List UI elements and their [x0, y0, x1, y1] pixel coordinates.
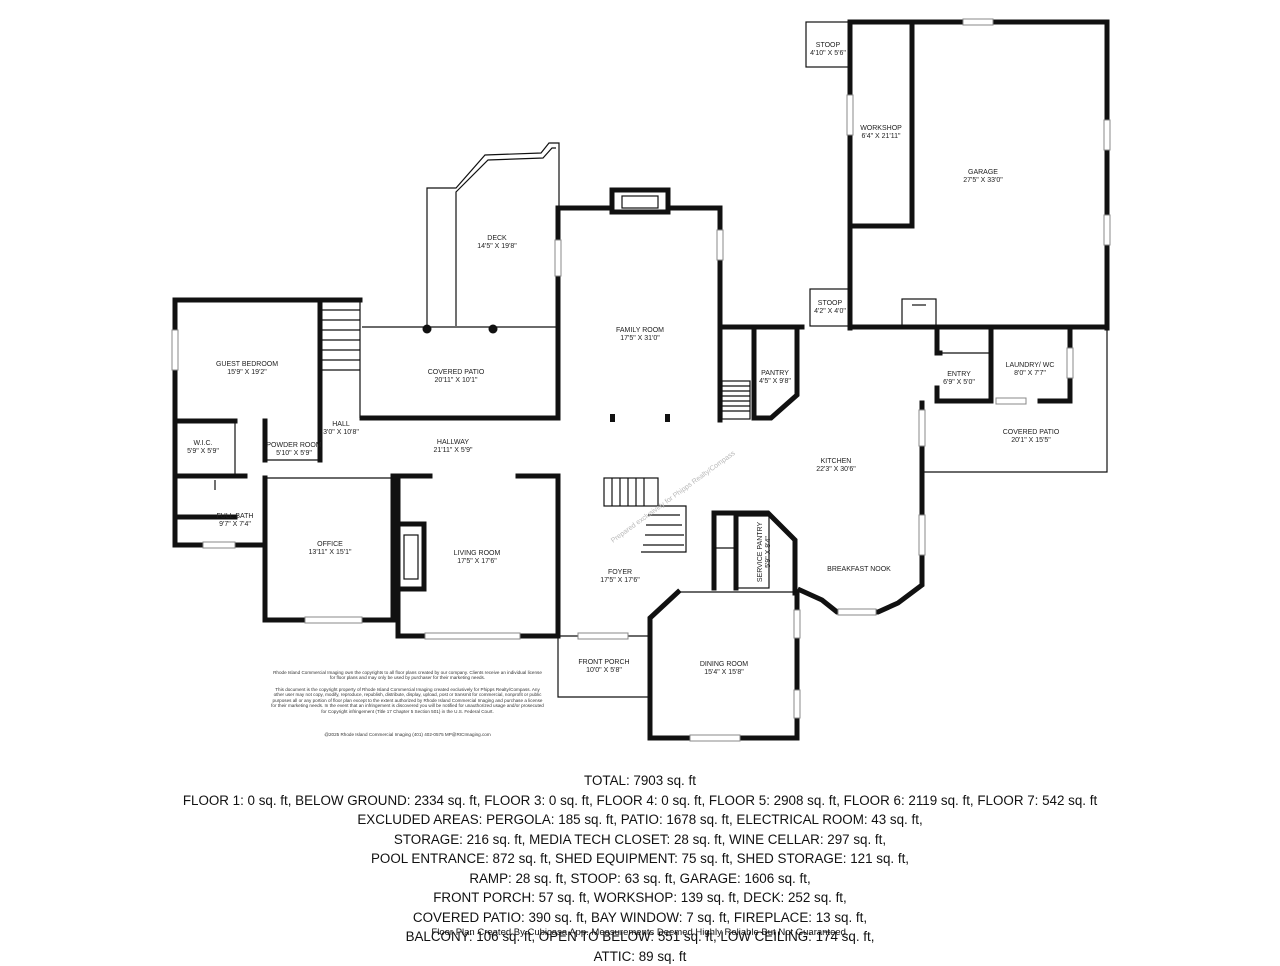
room-name: GARAGE: [968, 169, 998, 176]
room-dims: 3'0" X 10'8": [323, 429, 359, 436]
room-dims: 14'5" X 19'8": [477, 243, 517, 250]
room-name: HALLWAY: [437, 439, 469, 446]
room-dims: 13'11" X 15'1": [309, 549, 352, 556]
room-dims: 9'7" X 7'4": [219, 521, 251, 528]
room-dims: 20'1" X 15'5": [1011, 437, 1051, 444]
room-dims: 5'9" X 5'9": [187, 448, 219, 455]
room-dims: 20'11" X 10'1": [435, 377, 478, 384]
room-name: BREAKFAST NOOK: [827, 566, 891, 573]
room-dims: 17'5" X 31'0": [620, 335, 660, 342]
room-name: POWDER ROOM: [266, 442, 321, 449]
room-name: WORKSHOP: [860, 125, 902, 132]
room-name: FOYER: [608, 569, 632, 576]
room-dims: 10'0" X 5'8": [586, 667, 622, 674]
room-dims: 27'5" X 33'0": [963, 177, 1003, 184]
copyright-para-1: Rhode Island Commercial Imaging own the …: [270, 670, 545, 681]
totals-line: ATTIC: 89 sq. ft: [0, 947, 1280, 966]
room-name: PANTRY: [761, 370, 789, 377]
room-dims: 4'5" X 9'8": [759, 378, 791, 385]
room-dims: 17'5" X 17'6": [600, 577, 640, 584]
room-name: LAUNDRY/ WC: [1006, 362, 1055, 369]
room-dims: 6'9" X 5'0": [943, 379, 975, 386]
room-name: SERVICE PANTRY: [757, 522, 764, 583]
room-name: OFFICE: [317, 541, 343, 548]
totals-line: COVERED PATIO: 390 sq. ft, BAY WINDOW: 7…: [0, 908, 1280, 928]
room-name: HALL: [332, 421, 350, 428]
room-dims: 21'11" X 5'9": [433, 447, 473, 454]
svg-text:LAUNDRY/ WC8'0" X 7'7": LAUNDRY/ WC8'0" X 7'7": [1006, 362, 1055, 377]
totals-line: STORAGE: 216 sq. ft, MEDIA TECH CLOSET: …: [0, 830, 1280, 850]
room-dims: 15'4" X 15'8": [704, 669, 744, 676]
room-dims: 5'9" X 8'4": [765, 536, 772, 568]
totals-line: EXCLUDED AREAS: PERGOLA: 185 sq. ft, PAT…: [0, 810, 1280, 830]
room-name: FRONT PORCH: [578, 659, 629, 666]
totals-line: TOTAL: 7903 sq. ft: [0, 771, 1280, 791]
watermark: Prepared exclusively for Phipps Realty/C…: [610, 450, 737, 545]
room-name: STOOP: [816, 42, 841, 49]
family-room-walls: [555, 190, 723, 422]
footer-disclaimer: Floor Plan Created By Cubicasa App. Meas…: [0, 927, 1280, 938]
room-name: ENTRY: [947, 371, 971, 378]
room-dims: 4'10" X 5'6": [810, 50, 846, 57]
totals-line: POOL ENTRANCE: 872 sq. ft, SHED EQUIPMEN…: [0, 849, 1280, 869]
room-name: FULL BATH: [217, 513, 254, 520]
room-name: W.I.C.: [193, 440, 212, 447]
garage-block: [806, 19, 1110, 328]
room-name: DECK: [487, 235, 507, 242]
hallway-walls: [265, 300, 558, 460]
room-name: LIVING ROOM: [454, 550, 501, 557]
room-name: FAMILY ROOM: [616, 327, 664, 334]
room-name: GUEST BEDROOM: [216, 361, 278, 368]
svg-text:SERVICE PANTRY5'9" X 8'4": SERVICE PANTRY5'9" X 8'4": [757, 522, 772, 583]
copyright-para-3: @2025 Rhode Island Commercial Imaging (4…: [270, 732, 545, 737]
room-name: DINING ROOM: [700, 661, 748, 668]
room-name: COVERED PATIO: [428, 369, 485, 376]
floor-plan: Prepared exclusively for Phipps Realty/C…: [0, 0, 1280, 760]
totals-line: FLOOR 1: 0 sq. ft, BELOW GROUND: 2334 sq…: [0, 791, 1280, 811]
room-name: KITCHEN: [821, 458, 852, 465]
service-pantry-walls: [714, 513, 795, 593]
room-dims: 5'10" X 5'9": [276, 450, 312, 457]
room-name: STOOP: [818, 300, 843, 307]
room-dims: 8'0" X 7'7": [1014, 370, 1046, 377]
room-dims: 17'5" X 17'6": [457, 558, 497, 565]
copyright-para-2: This document is the copyright property …: [270, 687, 545, 714]
totals-line: FRONT PORCH: 57 sq. ft, WORKSHOP: 139 sq…: [0, 888, 1280, 908]
room-dims: 22'3" X 30'6": [816, 466, 856, 473]
room-name: COVERED PATIO: [1003, 429, 1060, 436]
svg-text:BREAKFAST NOOK: BREAKFAST NOOK: [827, 566, 891, 573]
room-dims: 4'2" X 4'0": [814, 308, 846, 315]
room-dims: 15'9" X 19'2": [227, 369, 267, 376]
svg-text:W.I.C.5'9" X 5'9": W.I.C.5'9" X 5'9": [187, 440, 219, 455]
room-dims: 6'4" X 21'11": [861, 133, 901, 140]
totals-line: RAMP: 28 sq. ft, STOOP: 63 sq. ft, GARAG…: [0, 869, 1280, 889]
